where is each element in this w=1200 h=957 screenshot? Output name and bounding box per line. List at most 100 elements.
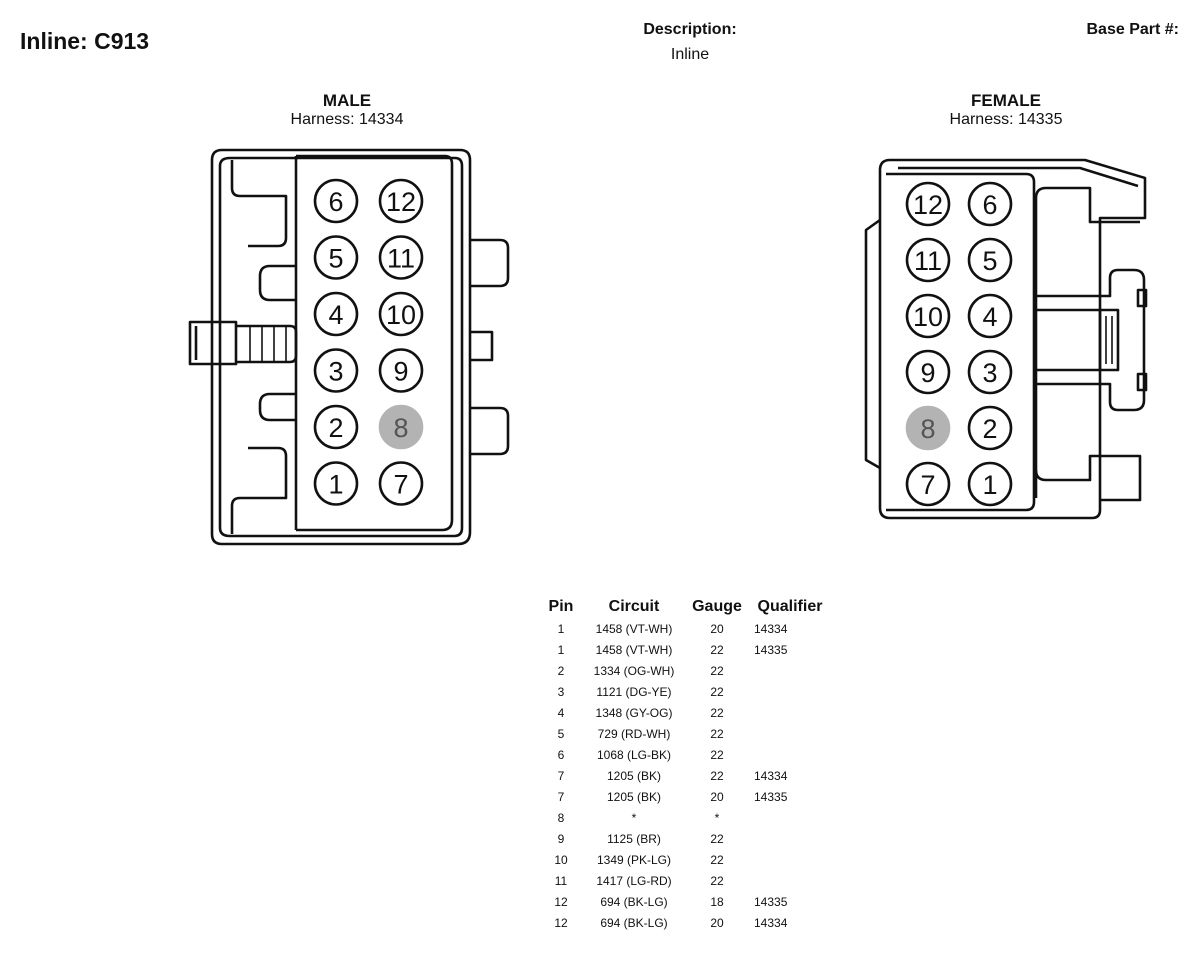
pin-cell: 3 (557, 684, 565, 699)
circuit-cell: 1121 (DG-YE) (596, 684, 672, 699)
pin-number: 8 (920, 414, 935, 444)
male-gender-label: MALE (322, 91, 372, 110)
pin-number: 9 (920, 358, 935, 388)
pin-table-header-row: Pin Circuit Gauge Qualifier (540, 596, 832, 618)
pin-number: 2 (982, 414, 997, 444)
pin-cavity: 3 (313, 348, 359, 393)
pin-circle (905, 461, 951, 507)
pin-circle (378, 291, 424, 337)
pin-cell: 10 (554, 852, 568, 867)
circuit-cell: 1125 (BR) (607, 831, 661, 846)
gauge-cell: 22 (710, 873, 724, 888)
circuit-cell: 1417 (LG-RD) (596, 873, 672, 888)
pin-circle (905, 293, 951, 339)
gauge-cell: 22 (710, 726, 724, 741)
qualifier-cell (748, 723, 832, 744)
pin-cavity: 9 (905, 349, 951, 395)
pin-cell: 7 (557, 768, 565, 783)
qualifier-cell (748, 870, 832, 891)
gauge-cell: 22 (710, 852, 724, 867)
pin-circle (905, 237, 951, 283)
pin-circle (378, 235, 424, 280)
pin-circle (313, 404, 359, 450)
pin-number: 1 (982, 470, 997, 500)
pin-cavity: 6 (313, 178, 359, 224)
pin-circle (313, 178, 359, 224)
pin-cavity: 5 (313, 235, 359, 280)
gauge-cell: 22 (710, 642, 724, 657)
female-gender-label: FEMALE (971, 91, 1041, 110)
circuit-column-header: Circuit (608, 598, 660, 615)
circuit-cell: 1348 (GY-OG) (595, 705, 673, 720)
gauge-cell: 20 (710, 915, 724, 930)
gauge-cell: 20 (710, 789, 724, 804)
table-row: 8** (540, 807, 832, 828)
qualifier-cell (748, 744, 832, 765)
pin-circle (905, 181, 951, 227)
pin-cell: 4 (557, 705, 565, 720)
pin-number: 10 (913, 302, 943, 332)
pin-number: 6 (982, 190, 997, 220)
qualifier-cell (748, 849, 832, 870)
circuit-cell: 1334 (OG-WH) (593, 663, 675, 678)
gauge-cell: 22 (710, 768, 724, 783)
pin-circle (378, 404, 424, 450)
description-label: Description: (643, 21, 737, 38)
gauge-cell: 22 (710, 831, 724, 846)
circuit-cell: 1458 (VT-WH) (595, 621, 673, 636)
pin-cavity: 2 (967, 405, 1013, 451)
circuit-cell: 1458 (VT-WH) (595, 642, 673, 657)
pin-empty-cavity: 8 (905, 405, 951, 451)
pin-cell: 2 (557, 663, 565, 678)
pin-number: 7 (920, 470, 935, 500)
pin-circle (378, 461, 424, 506)
pin-circle (967, 461, 1013, 507)
pin-number: 9 (393, 357, 408, 387)
circuit-cell: 1205 (BK) (606, 789, 662, 804)
pin-number: 11 (387, 244, 415, 274)
pin-cavity: 2 (313, 404, 359, 450)
qualifier-cell (748, 807, 832, 828)
description-value: Inline (670, 46, 710, 63)
gauge-column-header: Gauge (692, 598, 742, 615)
qualifier-cell (748, 702, 832, 723)
pin-cavity: 4 (313, 291, 359, 337)
pin-cavity: 9 (378, 348, 424, 393)
pin-cavity: 11 (378, 235, 424, 280)
circuit-cell: 1068 (LG-BK) (596, 747, 672, 762)
qualifier-cell: 14334 (754, 621, 788, 636)
qualifier-cell: 14335 (754, 642, 788, 657)
pin-circle (967, 181, 1013, 227)
pin-cavity: 10 (905, 293, 951, 339)
gauge-cell: 18 (710, 894, 724, 909)
female-connector-housing (864, 158, 1148, 520)
pin-number: 12 (386, 187, 416, 217)
pin-cavity: 4 (967, 293, 1013, 339)
pin-cavity: 7 (378, 461, 424, 506)
pin-circle (967, 349, 1013, 395)
female-harness-label: Harness: 14335 (949, 111, 1063, 128)
gauge-cell: 22 (710, 684, 724, 699)
gauge-cell: * (714, 810, 720, 825)
pin-circle (967, 237, 1013, 283)
pin-cell: 12 (554, 915, 568, 930)
pin-cavity: 12 (905, 181, 951, 227)
pin-cavity: 12 (378, 178, 424, 224)
pin-number: 6 (328, 187, 343, 217)
male-connector-housing (188, 148, 510, 546)
pin-cell: 8 (557, 810, 565, 825)
pin-number: 11 (914, 246, 942, 276)
pin-circle (313, 348, 359, 393)
pin-circle (967, 293, 1013, 339)
circuit-cell: 1349 (PK-LG) (596, 852, 672, 867)
